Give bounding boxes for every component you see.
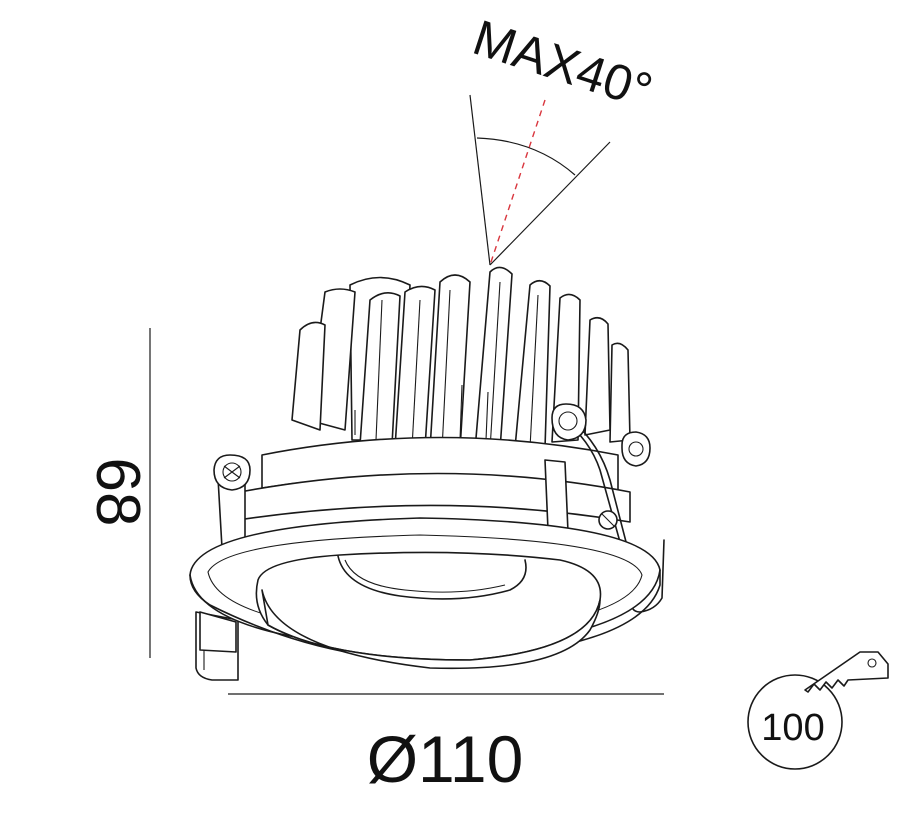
tilt-axis-dashed <box>489 99 546 266</box>
tilted-reflector <box>255 551 602 670</box>
right-spring-clip <box>544 403 665 613</box>
housing-collar <box>237 436 631 523</box>
left-bracket-tab <box>199 611 237 653</box>
tilt-label: MAX40° <box>467 9 659 119</box>
cutout-label: 100 <box>761 707 824 749</box>
height-label: 68 <box>83 458 152 527</box>
saw-icon <box>804 651 889 693</box>
downlight-fixture <box>189 266 665 681</box>
tilt-angle-indicator <box>469 94 611 266</box>
heatsink-fins <box>291 266 631 451</box>
cutout-badge: 100 <box>747 651 889 770</box>
diameter-label: Ø110 <box>367 722 524 796</box>
